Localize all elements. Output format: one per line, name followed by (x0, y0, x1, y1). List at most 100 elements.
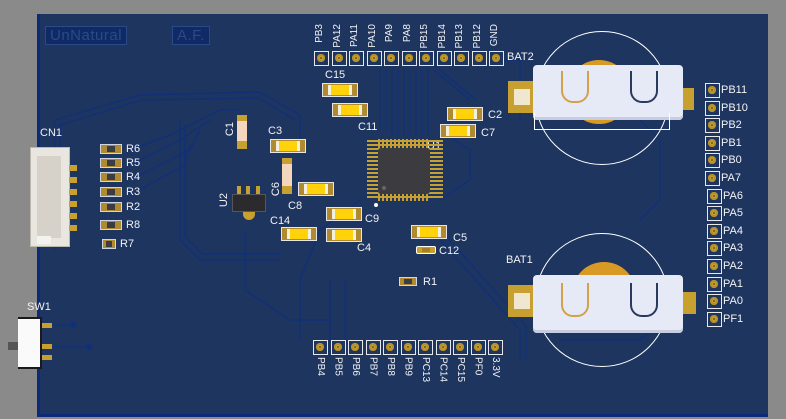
top-pin-pad[interactable] (366, 51, 382, 66)
bottom-pin-pad[interactable] (313, 340, 328, 355)
cap-body (455, 109, 475, 119)
r1-label: R1 (423, 276, 438, 288)
r2-label: R2 (126, 201, 141, 213)
cap-terminal (286, 229, 291, 239)
c15-capacitor (322, 83, 358, 97)
pad-hole (711, 124, 713, 127)
cap-body (334, 230, 354, 240)
top-pin-pad[interactable] (349, 51, 364, 66)
right-pin-pad[interactable] (707, 188, 722, 204)
right-pin-pad[interactable] (705, 83, 720, 98)
right-pin-pad[interactable] (705, 153, 720, 169)
pad-hole (460, 57, 462, 59)
c9-label: C9 (365, 213, 380, 225)
bottom-pin-pad[interactable] (348, 340, 363, 355)
right-pin-label: PA6 (723, 189, 743, 202)
right-pin-pad[interactable] (707, 241, 722, 257)
bottom-pin-label: PB5 (332, 357, 344, 376)
c5-label: C5 (453, 232, 468, 244)
top-pin-pad[interactable] (419, 51, 434, 66)
c2-capacitor (447, 107, 483, 121)
right-pin-label: PA1 (723, 277, 743, 290)
right-pin-pad[interactable] (707, 311, 722, 327)
right-pin-pad[interactable] (707, 294, 722, 310)
top-pin-label: PB15 (419, 24, 430, 49)
sw1-switch[interactable] (18, 317, 42, 369)
u2-pin (237, 186, 241, 194)
bottom-pin-label: PB8 (385, 357, 396, 376)
bottom-pin-pad[interactable] (453, 340, 468, 355)
bat1-tab-right (682, 292, 696, 314)
bottom-pin-pad[interactable] (330, 340, 346, 355)
pin1-marker (374, 203, 378, 207)
cap-terminal (348, 85, 353, 95)
cap-body (448, 126, 468, 136)
r8-label: R8 (126, 219, 141, 231)
cap-terminal (275, 141, 280, 151)
cn1-pin (69, 189, 77, 195)
cap-terminal (303, 184, 308, 194)
top-pin-pad[interactable] (471, 51, 487, 66)
cap-terminal (337, 105, 342, 115)
right-pin-pad[interactable] (707, 259, 722, 274)
right-pin-pad[interactable] (707, 276, 722, 292)
top-pin-label: PA11 (349, 24, 360, 47)
cap-body (334, 209, 354, 219)
c7-capacitor (440, 124, 476, 138)
pad-hole (713, 317, 715, 320)
cap-body (306, 184, 326, 194)
sw1-actuator[interactable] (8, 342, 18, 350)
pad-hole (372, 57, 375, 59)
bottom-pin-pad[interactable] (383, 340, 398, 355)
u2-tab (243, 212, 255, 220)
pad-hole (713, 212, 715, 215)
c5-capacitor (411, 225, 447, 239)
pad-hole (442, 57, 445, 59)
bottom-pin-label: PC15 (455, 357, 466, 383)
bottom-pin-pad[interactable] (365, 340, 381, 355)
bottom-pin-pad[interactable] (470, 340, 486, 355)
cap-terminal (416, 227, 421, 237)
cn1-connector[interactable] (30, 147, 70, 247)
bottom-pin-pad[interactable] (488, 340, 503, 355)
pad-hole (713, 194, 715, 197)
bottom-pin-pad[interactable] (400, 340, 416, 355)
c15-label: C15 (325, 69, 346, 81)
pad-hole (711, 106, 713, 109)
right-pin-pad[interactable] (707, 223, 722, 239)
right-pin-pad[interactable] (705, 171, 720, 186)
pad-hole (406, 346, 409, 348)
pad-hole (389, 346, 391, 348)
top-pin-pad[interactable] (454, 51, 469, 66)
right-pin-pad[interactable] (705, 135, 720, 151)
bottom-pin-pad[interactable] (435, 340, 451, 355)
pad-hole (425, 57, 427, 59)
c14-label: C14 (270, 215, 291, 227)
pad-hole (390, 57, 392, 59)
top-pin-pad[interactable] (331, 51, 347, 66)
u2-pin (246, 186, 250, 194)
top-pin-pad[interactable] (401, 51, 417, 66)
bottom-pin-pad[interactable] (418, 340, 433, 355)
right-pin-label: PB0 (721, 154, 742, 167)
top-pin-pad[interactable] (314, 51, 329, 66)
r4-label: R4 (126, 171, 141, 183)
cap-terminal (437, 227, 442, 237)
top-pin-pad[interactable] (489, 51, 504, 66)
top-pin-label: PB3 (314, 24, 325, 43)
cn1-pin (69, 177, 77, 183)
top-pin-label: PB14 (436, 24, 448, 49)
top-pin-pad[interactable] (384, 51, 399, 66)
u2-pin (256, 186, 260, 194)
bottom-pin-label: PB9 (402, 357, 414, 376)
pad-hole (713, 265, 715, 267)
right-pin-pad[interactable] (707, 206, 722, 222)
c12-label: C12 (439, 245, 460, 257)
c4-label: C4 (357, 242, 372, 254)
top-pin-pad[interactable] (436, 51, 452, 66)
right-pin-pad[interactable] (705, 118, 720, 134)
bottom-pin-label: 3.3V (490, 357, 501, 378)
right-pin-pad[interactable] (705, 100, 720, 116)
right-pin-label: PB1 (721, 136, 742, 149)
